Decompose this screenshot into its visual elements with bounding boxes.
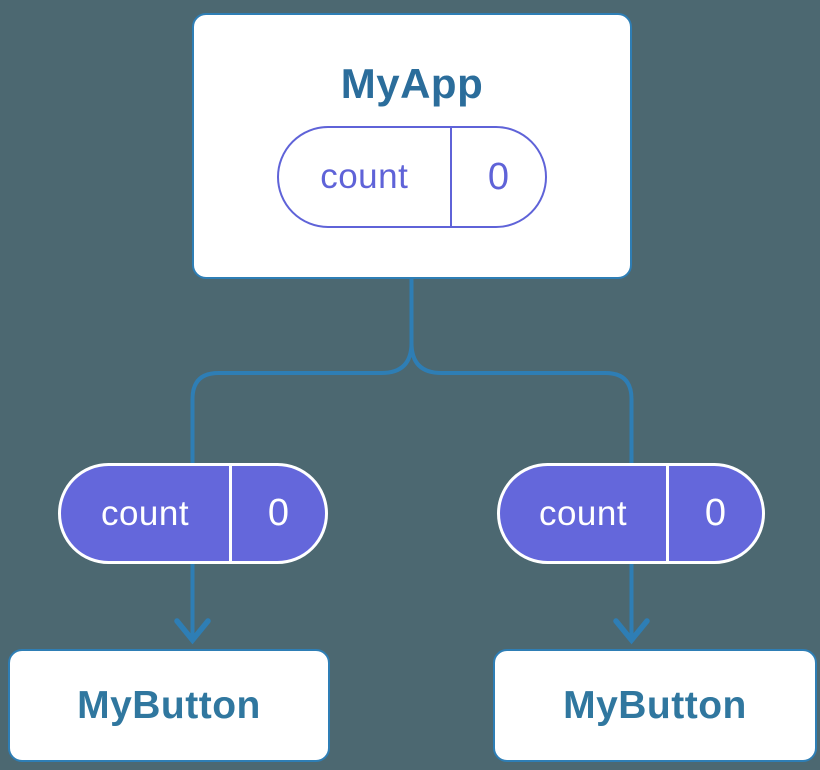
prop-pill-right: count 0 — [497, 463, 765, 564]
node-mybutton-title: MyButton — [563, 683, 747, 727]
prop-pill-left: count 0 — [58, 463, 328, 564]
connector-left-branch — [190, 279, 414, 637]
state-label: count — [320, 157, 409, 196]
state-value: 0 — [487, 155, 510, 198]
arrowhead-right-icon — [613, 618, 650, 645]
state-value: 0 — [267, 492, 290, 534]
node-mybutton-title: MyButton — [77, 683, 261, 727]
pill-divider — [449, 128, 452, 226]
node-mybutton-right: MyButton — [493, 649, 817, 762]
state-value: 0 — [704, 492, 727, 534]
state-label: count — [538, 493, 628, 533]
node-myapp-title: MyApp — [340, 60, 484, 107]
state-label: count — [100, 493, 190, 533]
arrowhead-left-icon — [174, 618, 211, 645]
connector-right-branch — [409, 279, 634, 637]
pill-divider — [229, 466, 232, 561]
pill-divider — [666, 466, 669, 561]
myapp-state-pill: count 0 — [277, 126, 547, 228]
node-myapp: MyApp count 0 — [192, 13, 632, 279]
node-mybutton-left: MyButton — [8, 649, 330, 762]
